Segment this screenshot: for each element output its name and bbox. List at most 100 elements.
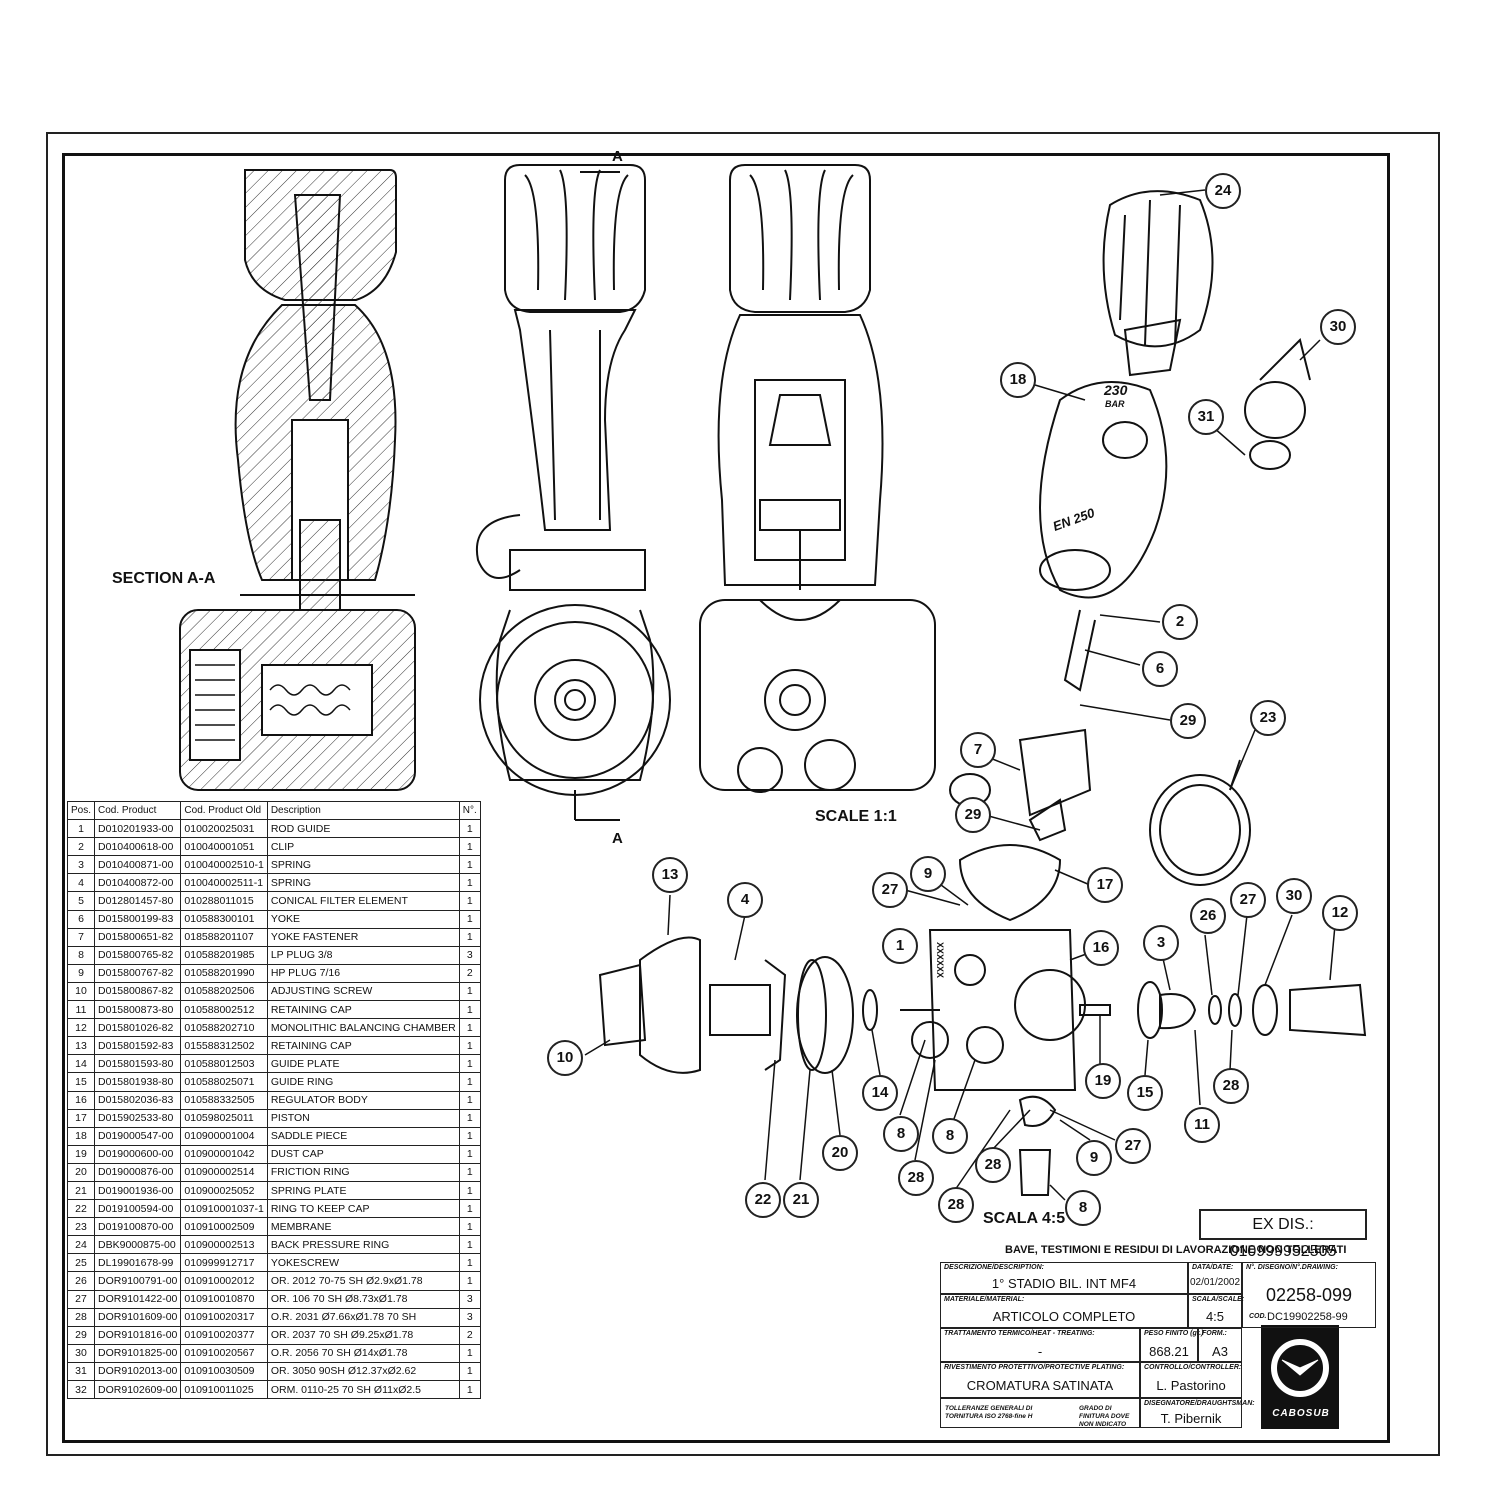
section-label: SECTION A-A [112, 570, 216, 587]
section-mark-bottom: A [612, 830, 623, 847]
code-cell: DBK9000875-00 [94, 1235, 182, 1255]
code-cell: D010400618-00 [94, 837, 182, 857]
qty-cell: 1 [458, 819, 481, 839]
callout-balloon: 27 [872, 872, 908, 908]
code-old-cell: 010588002512 [180, 1000, 268, 1020]
qty-cell: 3 [458, 1307, 481, 1327]
callout-balloon: 3 [1143, 925, 1179, 961]
code-cell: DOR9101816-00 [94, 1325, 182, 1345]
tb-value: 02258-099 [1265, 1285, 1353, 1305]
code-cell: D015801593-80 [94, 1054, 182, 1074]
description-cell: FRICTION RING [266, 1162, 460, 1182]
qty-cell: 1 [458, 1271, 481, 1291]
qty-cell: 1 [458, 1235, 481, 1255]
body-mark: XXXXXX [935, 941, 946, 979]
qty-cell: 1 [458, 873, 481, 893]
qty-cell: 1 [458, 855, 481, 875]
callout-balloon: 29 [955, 797, 991, 833]
tb-caption: SCALA/SCALE: [1192, 1296, 1245, 1303]
tb-value: L. Pastorino [1156, 1378, 1226, 1393]
callout-balloon: 4 [727, 882, 763, 918]
callout-balloon: 8 [1065, 1190, 1101, 1226]
pos-cell: 17 [66, 1108, 96, 1128]
callout-balloon: 18 [1000, 362, 1036, 398]
code-cell: D015800873-80 [94, 1000, 182, 1020]
pos-cell: 31 [66, 1361, 96, 1382]
qty-cell: 1 [458, 909, 481, 929]
outer-border [46, 132, 1440, 1456]
description-cell: DUST CAP [266, 1144, 460, 1164]
description-cell: OR. 2037 70 SH Ø9.25xØ1.78 [266, 1325, 460, 1345]
callout-balloon: 10 [547, 1040, 583, 1076]
pos-cell: 10 [66, 981, 96, 1002]
qty-cell: 1 [458, 1000, 481, 1020]
code-old-cell: 015588312502 [180, 1036, 268, 1056]
code-cell: D012801457-80 [94, 891, 182, 911]
callout-balloon: 20 [822, 1135, 858, 1171]
code-old-cell: 010588025071 [180, 1072, 268, 1092]
tb-value: A3 [1212, 1344, 1228, 1359]
description-cell: OR. 106 70 SH Ø8.73xØ1.78 [266, 1289, 460, 1309]
callout-balloon: 8 [883, 1116, 919, 1152]
col-description: Description [266, 800, 460, 821]
code-cell: D015801938-80 [94, 1072, 182, 1092]
description-cell: SPRING PLATE [266, 1180, 460, 1201]
code-old-cell: 010588202710 [180, 1018, 268, 1038]
qty-cell: 1 [458, 981, 481, 1002]
col-code: Cod. Product [94, 800, 182, 821]
code-old-cell: 010040001051 [180, 837, 268, 857]
code-cell: DL19901678-99 [94, 1253, 182, 1273]
qty-cell: 1 [458, 1343, 481, 1363]
callout-balloon: 14 [862, 1075, 898, 1111]
qty-cell: 1 [458, 1036, 481, 1056]
tb-caption: COD. [1249, 1313, 1267, 1320]
code-cell: D015801592-83 [94, 1036, 182, 1056]
description-cell: YOKESCREW [266, 1253, 460, 1273]
code-old-cell: 010598025011 [180, 1108, 268, 1128]
qty-cell: 1 [458, 927, 481, 947]
tb-description: DESCRIZIONE/DESCRIPTION: 1° STADIO BIL. … [940, 1262, 1188, 1294]
pos-cell: 32 [66, 1379, 96, 1400]
code-cell: DOR9102609-00 [94, 1379, 182, 1400]
code-cell: D015800767-82 [94, 963, 182, 983]
col-pos: Pos. [66, 800, 96, 821]
parts-list-table: Pos. Cod. Product Cod. Product Old Descr… [66, 800, 481, 1400]
callout-balloon: 22 [745, 1182, 781, 1218]
description-cell: REGULATOR BODY [266, 1090, 460, 1110]
tb-value: DC19902258-99 [1267, 1311, 1348, 1323]
description-cell: O.R. 2031 Ø7.66xØ1.78 70 SH [266, 1307, 460, 1327]
pos-cell: 14 [66, 1054, 96, 1074]
callout-balloon: 6 [1142, 651, 1178, 687]
qty-cell: 1 [458, 837, 481, 857]
qty-cell: 1 [458, 1217, 481, 1237]
tb-value: 4:5 [1205, 1309, 1225, 1324]
pos-cell: 20 [66, 1162, 96, 1182]
pos-cell: 7 [66, 927, 96, 947]
tb-value: 868.21 [1149, 1344, 1189, 1359]
section-view [179, 169, 416, 791]
qty-cell: 1 [458, 1126, 481, 1146]
code-old-cell: 010900001042 [180, 1144, 268, 1164]
col-code-old: Cod. Product Old [180, 800, 268, 821]
tb-value: 1° STADIO BIL. INT MF4 [991, 1276, 1137, 1291]
tb-controller: CONTROLLO/CONTROLLER: L. Pastorino [1140, 1362, 1242, 1398]
qty-cell: 1 [458, 891, 481, 911]
tb-weight: PESO FINITO (gr.) 868.21 [1140, 1328, 1203, 1362]
exploded-view [598, 190, 1367, 1196]
callout-balloon: 27 [1230, 882, 1266, 918]
front-view [475, 164, 671, 821]
side-view [699, 164, 936, 793]
description-cell: ORM. 0110-25 70 SH Ø11xØ2.5 [266, 1379, 460, 1400]
tb-caption: TRATTAMENTO TERMICO/HEAT - TREATING: [944, 1330, 1095, 1337]
pos-cell: 12 [66, 1018, 96, 1038]
code-old-cell: 010588300101 [180, 909, 268, 929]
